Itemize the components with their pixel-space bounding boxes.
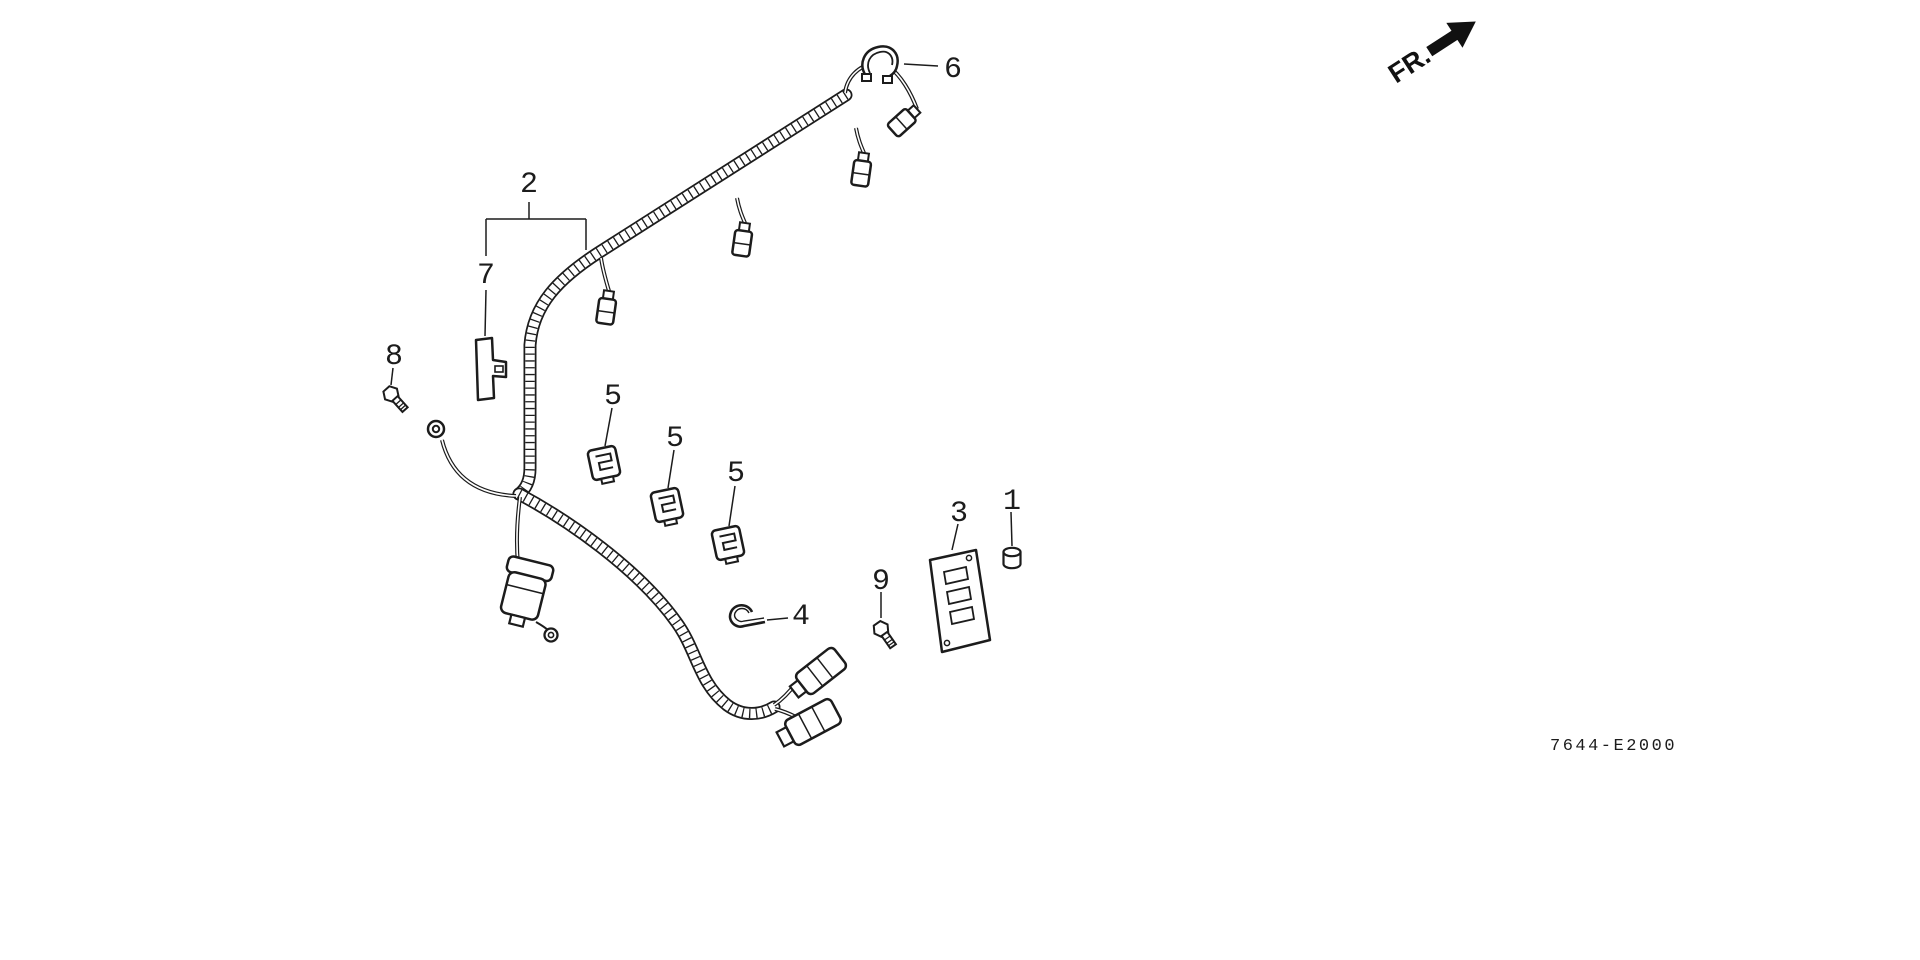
callout-1-label: 1 [1003, 485, 1021, 519]
wire-clip-inner [733, 607, 765, 623]
callout-7-label: 7 [477, 259, 495, 293]
drawing-code: 7644-E2000 [1550, 737, 1677, 756]
leader-5c [728, 485, 736, 527]
branch-connector-lower-line2 [811, 706, 826, 732]
callout-4-label: 4 [792, 600, 810, 634]
branch-connector-lower-body [783, 697, 843, 747]
tube-hatching-upper [516, 90, 849, 498]
callout-3-label: 3 [950, 497, 968, 531]
bottom-connectors [772, 646, 848, 748]
branch-connector-upper-line2 [816, 657, 834, 679]
leader-lines [390, 63, 1013, 621]
wire-clip-outer [728, 603, 766, 628]
grommet-top [1002, 546, 1022, 558]
callout-5a-label: 5 [604, 380, 622, 414]
callout-labels: 1 2 3 4 5 5 5 6 7 8 9 [385, 53, 1021, 634]
harness-clamp [861, 45, 899, 84]
tube-core-lower [514, 489, 779, 719]
fr-direction-marker: FR. [1383, 21, 1476, 89]
branch-connector-upper-line1 [806, 665, 824, 687]
main-connector-branch [499, 496, 559, 643]
mount-bracket-slot [494, 365, 504, 373]
leader-3 [951, 523, 959, 551]
sensor-connector-1 [594, 288, 619, 327]
sensor-connector-top [885, 101, 924, 139]
callout-8-label: 8 [385, 340, 403, 374]
clamp-inner [867, 50, 894, 74]
branch-connector-lower-line1 [797, 713, 813, 739]
flange-bolt-9 [869, 617, 901, 652]
leader-7 [484, 289, 487, 337]
main-connector-tip [507, 613, 527, 629]
leader-1 [1010, 511, 1013, 547]
bracket-plate-hole-bottom [943, 639, 951, 647]
harness-clip-3 [709, 524, 748, 567]
clamp-foot-left [861, 73, 872, 82]
wire-clip [728, 603, 766, 628]
mount-bracket [474, 336, 508, 402]
grommet-ring-hole [547, 631, 555, 639]
callout-5b-label: 5 [666, 422, 684, 456]
callout-2-bracket [485, 202, 587, 256]
branch-connector-upper-body [794, 646, 848, 696]
leader-5b [667, 449, 675, 489]
main-connector-body [499, 570, 547, 621]
bracket-plate-slot-3 [948, 605, 976, 626]
fr-arrow-icon [1426, 21, 1476, 57]
flange-bolt-8 [379, 382, 412, 416]
sensor-lead-2-core [736, 197, 746, 224]
branch-connector-lower [775, 697, 843, 748]
harness-clip-1 [585, 444, 624, 487]
leader-4 [766, 617, 789, 621]
sensor-connector-3 [849, 150, 874, 189]
clamp-foot-right [882, 75, 893, 84]
leader-5a [604, 407, 613, 447]
harness-tube [512, 88, 853, 720]
sensor-lead-3-core [855, 127, 865, 154]
sensor-leads [594, 62, 924, 327]
ring-terminal-hole [431, 424, 441, 434]
harness-clip-2 [648, 486, 687, 529]
ground-wire-branch [426, 419, 517, 498]
branch-connector-upper [788, 646, 848, 699]
connector-bracket-plate [928, 548, 992, 654]
ground-wire-core [441, 439, 517, 497]
callout-2-label: 2 [520, 168, 538, 202]
bracket-plate-slot-1 [942, 565, 970, 586]
callout-9-label: 9 [872, 565, 890, 599]
sensor-connector-2 [730, 220, 755, 259]
bracket-plate-hole-top [965, 554, 973, 562]
bracket-plate-slot-2 [945, 585, 973, 606]
main-connector-line [506, 583, 544, 595]
main-connector [499, 555, 555, 629]
leader-6 [903, 63, 939, 67]
leader-8 [390, 367, 394, 386]
grommet [1002, 546, 1022, 570]
callout-6-label: 6 [944, 53, 962, 87]
sensor-lead-1-core [600, 257, 610, 292]
callout-5c-label: 5 [727, 457, 745, 491]
